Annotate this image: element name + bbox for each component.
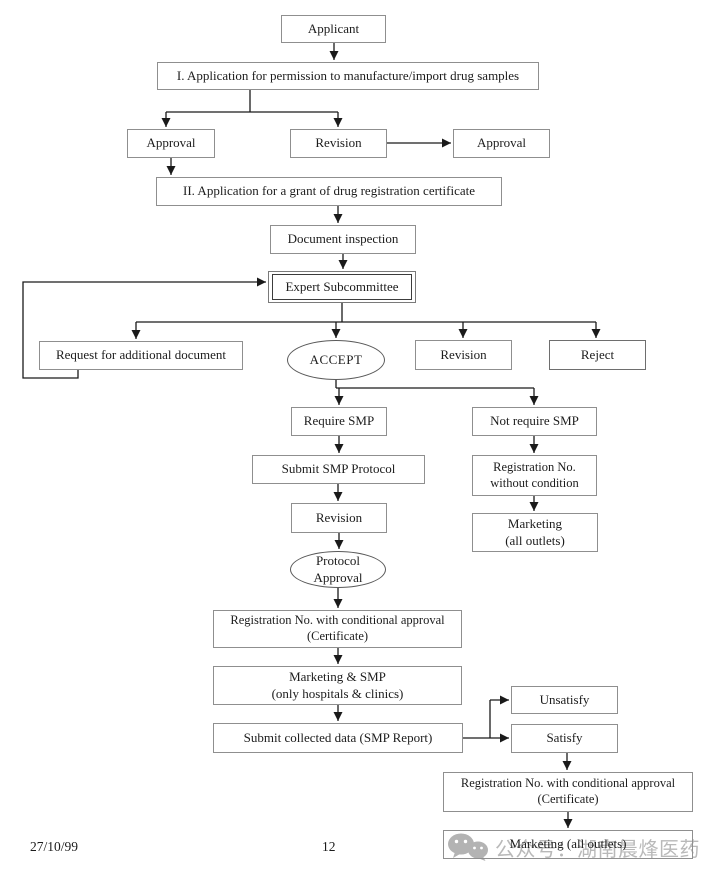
node-revision-1: Revision [290,129,387,158]
node-submit-collected-data: Submit collected data (SMP Report) [213,723,463,753]
node-accept: ACCEPT [287,340,385,380]
node-registration-no-without-condition: Registration No. without condition [472,455,597,496]
node-registration-conditional-approval-1: Registration No. with conditional approv… [213,610,462,648]
edge-accept-branch-trunk [335,380,534,389]
node-marketing-and-smp: Marketing & SMP (only hospitals & clinic… [213,666,462,705]
node-approval-1: Approval [127,129,215,158]
node-not-require-smp: Not require SMP [472,407,597,436]
node-satisfy: Satisfy [511,724,618,753]
node-document-inspection: Document inspection [270,225,416,254]
node-submit-smp-protocol: Submit SMP Protocol [252,455,425,484]
edge-submitdata-branch-trunk [463,700,491,739]
node-step1-application-samples: I. Application for permission to manufac… [157,62,539,90]
node-revision-2: Revision [415,340,512,370]
node-require-smp: Require SMP [291,407,387,436]
footer-page-number: 12 [322,839,336,854]
edge-expert-branch-trunk [136,303,596,323]
node-applicant: Applicant [281,15,386,43]
watermark: 公众号：湖南晨烽医药 [447,831,700,863]
node-step2-application-certificate: II. Application for a grant of drug regi… [156,177,502,206]
node-protocol-approval: Protocol Approval [290,551,386,588]
expert-subcommittee-label: Expert Subcommittee [272,274,412,300]
node-reject: Reject [549,340,646,370]
footer-date: 27/10/99 [30,839,79,854]
node-request-additional-document: Request for additional document [39,341,243,370]
watermark-text: 公众号：湖南晨烽医药 [495,836,700,861]
node-expert-subcommittee: Expert Subcommittee [268,271,416,303]
edge-request-expert-loop [22,277,266,379]
node-revision-3: Revision [291,503,387,533]
node-marketing-all-outlets-right: Marketing (all outlets) [472,513,598,552]
node-approval-2: Approval [453,129,550,158]
node-registration-conditional-approval-2: Registration No. with conditional approv… [443,772,693,812]
edge-step1-branch-trunk [166,90,338,113]
wechat-icon [448,833,488,861]
node-marketing-all-outlets-bottom: Marketing (all outlets) [443,830,693,859]
node-unsatisfy: Unsatisfy [511,686,618,714]
